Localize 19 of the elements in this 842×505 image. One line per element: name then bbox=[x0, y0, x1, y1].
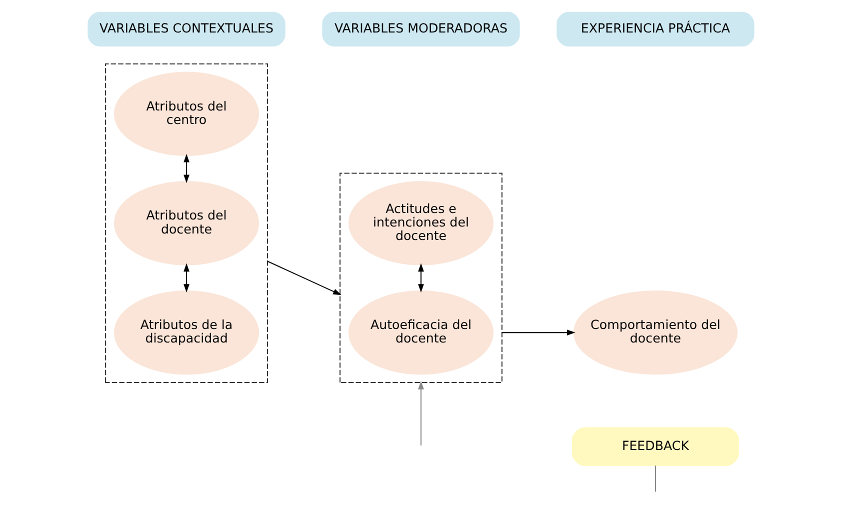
node-box: EXPERIENCIA PRÁCTICA bbox=[556, 12, 754, 47]
node-ellipse: Atributos del docente bbox=[114, 181, 260, 266]
node-ellipse: Actitudes e intenciones del docente bbox=[348, 181, 494, 266]
node-box: FEEDBACK bbox=[572, 427, 740, 466]
node-box: VARIABLES MODERADORAS bbox=[322, 12, 520, 47]
cluster bbox=[340, 172, 502, 384]
cluster bbox=[105, 63, 268, 384]
node-box: VARIABLES CONTEXTUALES bbox=[88, 12, 286, 47]
node-ellipse: Atributos del centro bbox=[114, 72, 260, 156]
arrow bbox=[418, 380, 424, 446]
connector bbox=[654, 466, 656, 492]
arrow bbox=[267, 260, 342, 296]
node-ellipse: Autoeficacia del docente bbox=[348, 290, 494, 375]
node-ellipse: Comportamiento del docente bbox=[573, 290, 738, 375]
node-ellipse: Atributos de la discapacidad bbox=[114, 290, 260, 375]
arrow bbox=[502, 330, 576, 336]
arrow bbox=[418, 263, 424, 292]
arrow bbox=[184, 263, 190, 292]
arrow bbox=[184, 154, 190, 184]
